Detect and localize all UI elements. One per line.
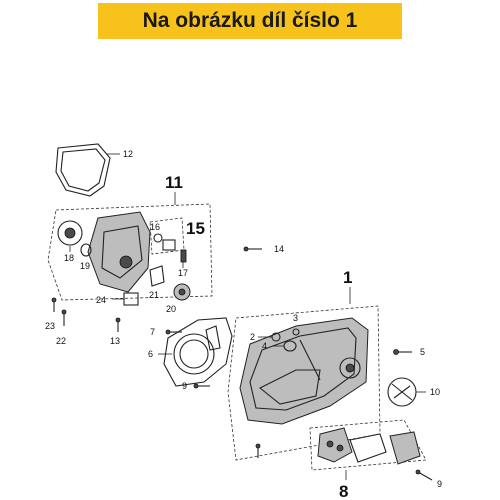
callout-21: 21 bbox=[149, 290, 159, 300]
callout-14: 14 bbox=[274, 244, 284, 254]
callout-22: 22 bbox=[56, 336, 66, 346]
screw-7[interactable] bbox=[165, 329, 182, 335]
crankcase-cover-1[interactable] bbox=[239, 317, 369, 425]
callout-17: 17 bbox=[178, 268, 188, 278]
part-3[interactable] bbox=[292, 328, 300, 336]
callout-24: 24 bbox=[96, 295, 106, 305]
callout-8: 8 bbox=[339, 482, 348, 500]
bolt-9-left[interactable] bbox=[193, 383, 210, 389]
gasket-12[interactable] bbox=[55, 143, 111, 197]
part-24[interactable] bbox=[123, 292, 139, 306]
callout-5: 5 bbox=[420, 347, 425, 357]
callout-9-right: 9 bbox=[437, 479, 442, 489]
filter-cover-6[interactable] bbox=[163, 317, 233, 387]
part-21[interactable] bbox=[149, 265, 165, 287]
callout-7: 7 bbox=[150, 327, 155, 337]
part-8-middle[interactable] bbox=[349, 433, 387, 463]
callout-11: 11 bbox=[165, 173, 183, 192]
callout-13: 13 bbox=[110, 336, 120, 346]
banner-text: Na obrázku díl číslo 1 bbox=[142, 9, 358, 32]
part-17[interactable] bbox=[180, 249, 187, 263]
part-8-right[interactable] bbox=[389, 431, 421, 465]
title-banner: Na obrázku díl číslo 1 bbox=[98, 3, 402, 39]
seal-19[interactable] bbox=[80, 243, 92, 257]
callout-18: 18 bbox=[64, 253, 74, 263]
part-16[interactable] bbox=[153, 233, 176, 251]
callout-19: 19 bbox=[80, 261, 90, 271]
cover-11[interactable] bbox=[87, 211, 151, 293]
cap-10[interactable] bbox=[387, 377, 417, 407]
bolt-bottom[interactable] bbox=[255, 443, 261, 458]
bolt-13[interactable] bbox=[115, 317, 121, 332]
bolt-23[interactable] bbox=[51, 297, 57, 312]
group-11-outline bbox=[47, 203, 213, 301]
callout-3: 3 bbox=[293, 313, 298, 323]
group-8-outline bbox=[309, 419, 427, 471]
callout-12: 12 bbox=[123, 149, 133, 159]
callout-2: 2 bbox=[250, 332, 255, 342]
bolt-9-right[interactable] bbox=[415, 469, 433, 481]
callout-9-left: 9 bbox=[182, 381, 187, 391]
callout-16: 16 bbox=[150, 222, 160, 232]
group-1-outline bbox=[227, 305, 381, 461]
part-8-left[interactable] bbox=[317, 427, 353, 463]
callout-1: 1 bbox=[343, 268, 352, 287]
callout-4: 4 bbox=[262, 341, 267, 351]
callout-15: 15 bbox=[186, 219, 205, 238]
callout-23: 23 bbox=[45, 321, 55, 331]
gear-18[interactable] bbox=[57, 220, 83, 246]
callout-20: 20 bbox=[166, 304, 176, 314]
bolt-14[interactable] bbox=[243, 246, 262, 252]
callout-6: 6 bbox=[148, 349, 153, 359]
bolt-22[interactable] bbox=[61, 309, 67, 326]
callout-10: 10 bbox=[430, 387, 440, 397]
bolt-5[interactable] bbox=[393, 349, 413, 355]
part-20[interactable] bbox=[173, 283, 191, 301]
